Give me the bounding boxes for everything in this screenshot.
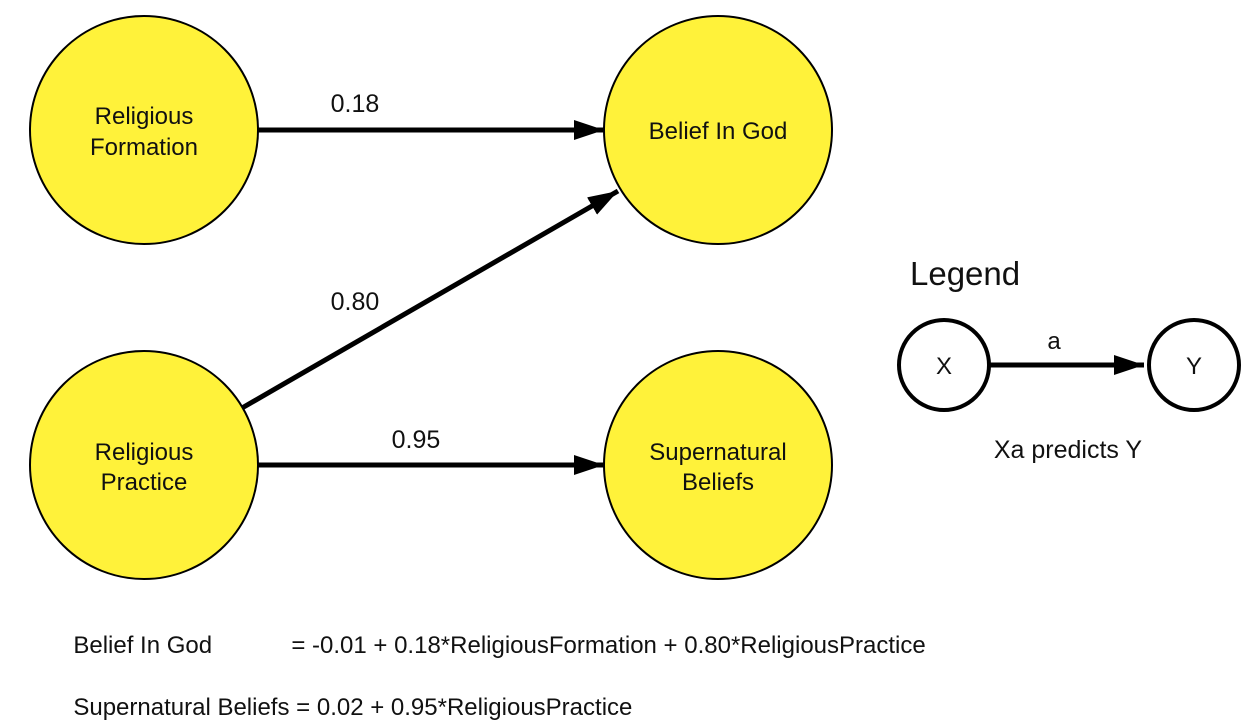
node-belief-in-god-label: Belief In God (649, 118, 788, 145)
equation-belief-in-god-rhs: = -0.01 + 0.18*ReligiousFormation + 0.80… (291, 632, 926, 659)
equation-belief-in-god-lhs: Belief In God (73, 632, 213, 659)
legend-edge-label: a (1047, 328, 1061, 355)
node-religious-practice-line1: Religious (95, 439, 194, 466)
node-belief-in-god: Belief In God (603, 15, 833, 245)
equation-belief-in-god: Belief In God = -0.01 + 0.18*ReligiousFor… (60, 610, 926, 659)
legend-node-y (1147, 318, 1241, 412)
equation-supernatural-beliefs-rhs: = 0.02 + 0.95*ReligiousPractice (296, 694, 633, 721)
equation-supernatural-beliefs: Supernatural Beliefs = 0.02 + 0.95*Relig… (60, 672, 632, 720)
node-supernatural-beliefs-line2: Beliefs (682, 469, 754, 496)
legend-node-x-label: X (936, 353, 952, 380)
node-supernatural-beliefs: Supernatural Beliefs (603, 350, 833, 580)
edge-practice-to-god (240, 188, 620, 411)
legend-title: Legend (910, 255, 1020, 292)
legend-caption: Xa predicts Y (994, 436, 1143, 464)
legend-node-x (897, 318, 991, 412)
node-religious-formation-line2: Formation (90, 134, 198, 161)
edge-label-practice-to-god: 0.80 (331, 288, 380, 316)
node-religious-formation: Religious Formation (29, 15, 259, 245)
edge-label-practice-to-supernatural: 0.95 (392, 426, 441, 454)
node-religious-formation-line1: Religious (95, 103, 194, 130)
node-supernatural-beliefs-line1: Supernatural (649, 439, 786, 466)
node-religious-practice-line2: Practice (101, 469, 188, 496)
legend: Legend a X Y Xa predicts Y (897, 255, 1241, 464)
legend-node-y-label: Y (1186, 353, 1202, 380)
equation-supernatural-beliefs-lhs: Supernatural Beliefs (73, 694, 290, 721)
node-religious-practice: Religious Practice (29, 350, 259, 580)
path-diagram: 0.18 0.80 0.95 Religious Formation Relig… (29, 15, 1241, 580)
edge-label-formation-to-god: 0.18 (331, 90, 380, 118)
